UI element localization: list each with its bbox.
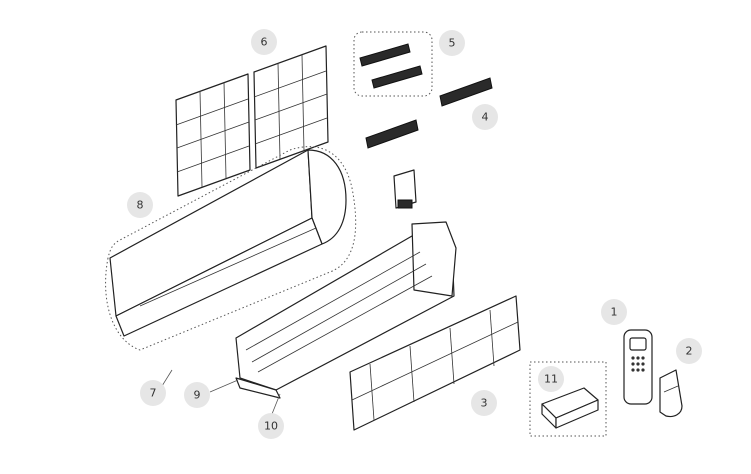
callout-10-label: 10 xyxy=(264,420,278,433)
leader-lines xyxy=(161,369,281,415)
callout-6: 6 xyxy=(251,29,277,55)
callout-7-label: 7 xyxy=(150,387,157,400)
part-9-10-chassis xyxy=(235,221,457,399)
callout-4-label: 4 xyxy=(482,111,489,124)
callout-3: 3 xyxy=(471,390,497,416)
callout-8-label: 8 xyxy=(137,199,144,212)
part-3-mounting-plate xyxy=(349,295,521,431)
part-4-filter-frames xyxy=(365,77,493,149)
callout-11: 11 xyxy=(538,366,564,392)
callout-10: 10 xyxy=(258,413,284,439)
callout-5-label: 5 xyxy=(449,37,456,50)
callout-11-label: 11 xyxy=(544,373,558,386)
callout-8: 8 xyxy=(127,192,153,218)
callout-4: 4 xyxy=(472,104,498,130)
callout-5: 5 xyxy=(439,30,465,56)
part-7-8-front-panel xyxy=(105,146,357,351)
callout-9-label: 9 xyxy=(194,389,201,402)
callout-1-label: 1 xyxy=(611,306,618,319)
callout-1: 1 xyxy=(601,299,627,325)
part-2-remote-holder xyxy=(659,369,683,418)
callout-2-label: 2 xyxy=(686,345,693,358)
callout-2: 2 xyxy=(676,338,702,364)
callout-3-label: 3 xyxy=(481,397,488,410)
part-1-remote-control xyxy=(623,329,653,405)
part-6-air-filters xyxy=(175,45,329,197)
control-box-component xyxy=(393,169,417,209)
callout-9: 9 xyxy=(184,382,210,408)
callout-7: 7 xyxy=(140,380,166,406)
part-5-filter-strips xyxy=(353,31,433,97)
callout-6-label: 6 xyxy=(261,36,268,49)
part-11-accessory-box xyxy=(529,361,607,437)
